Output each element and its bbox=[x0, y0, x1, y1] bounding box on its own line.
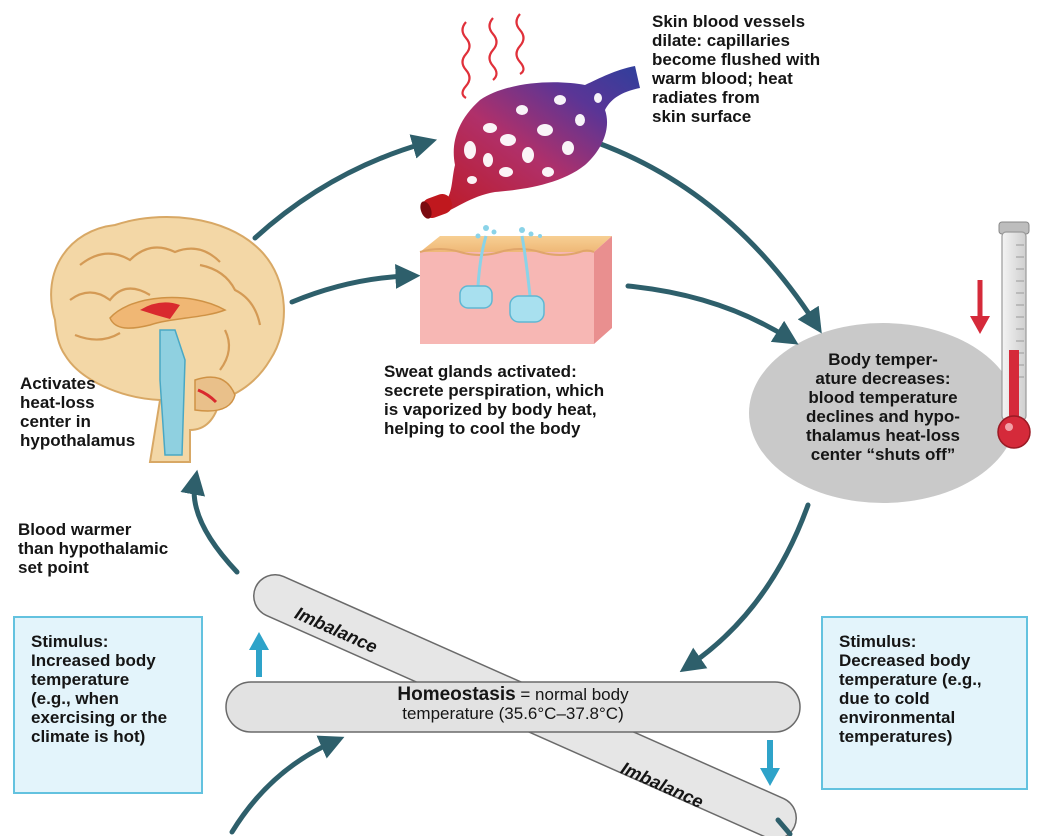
stimulus-right-box: Stimulus: Decreased body temperature (e.… bbox=[821, 616, 1028, 790]
arrow-sweat-to-bodytemp bbox=[628, 286, 788, 338]
heat-wave-icon bbox=[463, 14, 524, 98]
body-temp-label: Body temper- ature decreases: blood temp… bbox=[772, 350, 994, 464]
arrow-vessels-to-bodytemp bbox=[598, 143, 815, 323]
thermometer-icon bbox=[998, 222, 1030, 448]
arrow-bottom-left-to-homeostasis bbox=[232, 742, 333, 832]
stimulus-up-arrow bbox=[249, 632, 269, 677]
stimulus-down-arrow bbox=[760, 740, 780, 786]
arrow-brain-to-sweat bbox=[292, 276, 408, 302]
stimulus-left-text: Stimulus: Increased body temperature (e.… bbox=[31, 632, 195, 746]
temperature-down-arrow bbox=[970, 280, 990, 334]
homeostasis-rest: = normal body bbox=[516, 685, 629, 704]
arrow-bloodwarmer-to-brain bbox=[194, 482, 237, 572]
homeostasis-keyword: Homeostasis bbox=[397, 684, 515, 705]
homeostasis-range: temperature (35.6°C–37.8°C) bbox=[228, 704, 798, 723]
sweat-label: Sweat glands activated: secrete perspira… bbox=[384, 362, 604, 438]
homeostasis-label: Homeostasis = normal body temperature (3… bbox=[228, 685, 798, 723]
skin-sweat-gland-illustration bbox=[420, 225, 612, 344]
arrow-bodytemp-to-homeostasis bbox=[690, 505, 808, 665]
blood-warmer-label: Blood warmer than hypothalamic set point bbox=[18, 520, 168, 577]
arrow-brain-to-vessels bbox=[255, 143, 425, 238]
vessels-label: Skin blood vessels dilate: capillaries b… bbox=[652, 12, 820, 126]
blood-vessel-illustration bbox=[418, 66, 640, 221]
stimulus-right-text: Stimulus: Decreased body temperature (e.… bbox=[839, 632, 1020, 746]
activates-label: Activates heat-loss center in hypothalam… bbox=[20, 374, 135, 450]
stimulus-left-box: Stimulus: Increased body temperature (e.… bbox=[13, 616, 203, 794]
